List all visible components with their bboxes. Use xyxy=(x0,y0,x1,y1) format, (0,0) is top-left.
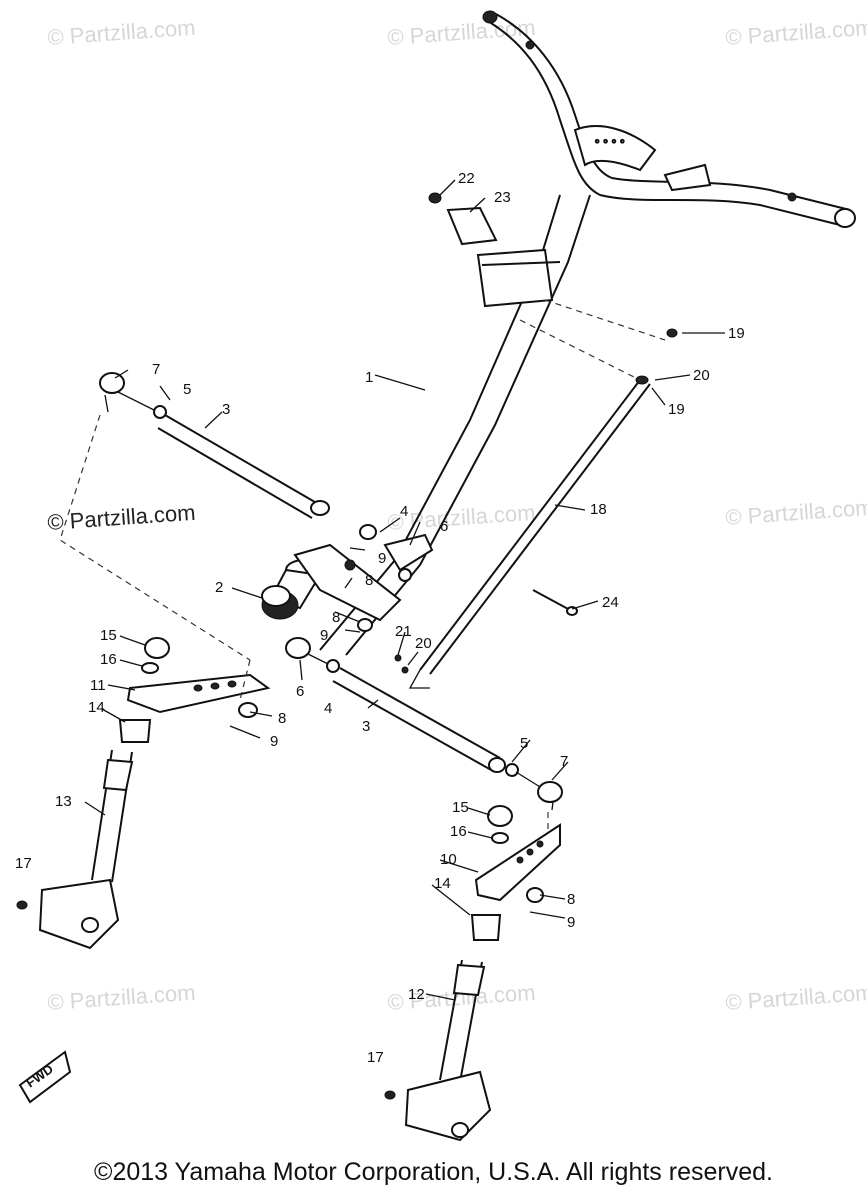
callout-23: 23 xyxy=(494,189,511,206)
callout-17: 17 xyxy=(367,1049,384,1066)
callout-15: 15 xyxy=(452,799,469,816)
callout-2: 2 xyxy=(215,579,223,596)
callout-20: 20 xyxy=(693,367,710,384)
watermark: © Partzilla.com xyxy=(387,500,537,535)
callout-16: 16 xyxy=(100,651,117,668)
rod-18 xyxy=(394,328,678,689)
left-spindle-assembly xyxy=(16,637,271,950)
callout-3: 3 xyxy=(222,401,230,418)
watermark: © Partzilla.com xyxy=(725,980,867,1015)
callout-15: 15 xyxy=(100,627,117,644)
callout-17: 17 xyxy=(15,855,32,872)
copyright-notice: ©2013 Yamaha Motor Corporation, U.S.A. A… xyxy=(94,1158,773,1186)
guide-lines xyxy=(59,299,666,830)
callout-9: 9 xyxy=(378,550,386,567)
column-bushing xyxy=(261,585,299,620)
callout-7: 7 xyxy=(152,361,160,378)
watermark: © Partzilla.com xyxy=(47,15,197,50)
callout-9: 9 xyxy=(567,914,575,931)
upper-tie-rod xyxy=(99,372,330,519)
callout-1: 1 xyxy=(365,369,373,386)
right-spindle-assembly xyxy=(384,805,561,1142)
callout-9: 9 xyxy=(320,627,328,644)
callout-12: 12 xyxy=(408,986,425,1003)
callout-24: 24 xyxy=(602,594,619,611)
callout-11: 11 xyxy=(90,677,106,694)
callout-8: 8 xyxy=(278,710,286,727)
callout-14: 14 xyxy=(88,699,105,716)
callout-8: 8 xyxy=(567,891,575,908)
callout-19: 19 xyxy=(668,401,685,418)
callout-6: 6 xyxy=(440,518,448,535)
svg-text:⚬⚬⚬⚬: ⚬⚬⚬⚬ xyxy=(593,137,627,148)
callout-8: 8 xyxy=(332,609,340,626)
watermark: © Partzilla.com xyxy=(725,15,867,50)
callout-16: 16 xyxy=(450,823,467,840)
watermark: © Partzilla.com xyxy=(47,500,197,535)
callout-10: 10 xyxy=(440,851,457,868)
callout-4: 4 xyxy=(324,700,332,717)
callout-18: 18 xyxy=(590,501,607,518)
callout-5: 5 xyxy=(520,735,528,752)
watermark: © Partzilla.com xyxy=(47,980,197,1015)
callout-21: 21 xyxy=(395,623,412,640)
callout-14: 14 xyxy=(434,875,451,892)
handlebar: ⚬⚬⚬⚬ xyxy=(482,10,856,228)
front-direction-mark: FWD xyxy=(18,1050,72,1104)
callout-20: 20 xyxy=(415,635,432,652)
watermarks: © Partzilla.com © Partzilla.com © Partzi… xyxy=(47,15,867,1015)
callout-3: 3 xyxy=(362,718,370,735)
callout-5: 5 xyxy=(183,381,191,398)
joint-parts xyxy=(344,524,434,633)
pin-24 xyxy=(532,589,578,616)
callout-6: 6 xyxy=(296,683,304,700)
steering-column xyxy=(268,194,591,656)
watermark: © Partzilla.com xyxy=(725,495,867,530)
leader-lines xyxy=(84,179,725,1001)
callout-4: 4 xyxy=(400,503,408,520)
callouts: 1 2 3 3 4 4 5 5 6 6 7 7 8 8 8 8 9 9 9 9 … xyxy=(15,170,745,1066)
watermark: © Partzilla.com xyxy=(387,15,537,50)
callout-9: 9 xyxy=(270,733,278,750)
steering-diagram-svg: © Partzilla.com © Partzilla.com © Partzi… xyxy=(15,10,867,1142)
callout-22: 22 xyxy=(458,170,475,187)
clamp-23 xyxy=(428,192,498,246)
callout-13: 13 xyxy=(55,793,72,810)
callout-19: 19 xyxy=(728,325,745,342)
lower-tie-rod xyxy=(285,637,563,811)
callout-8: 8 xyxy=(365,572,373,589)
callout-7: 7 xyxy=(560,753,568,770)
